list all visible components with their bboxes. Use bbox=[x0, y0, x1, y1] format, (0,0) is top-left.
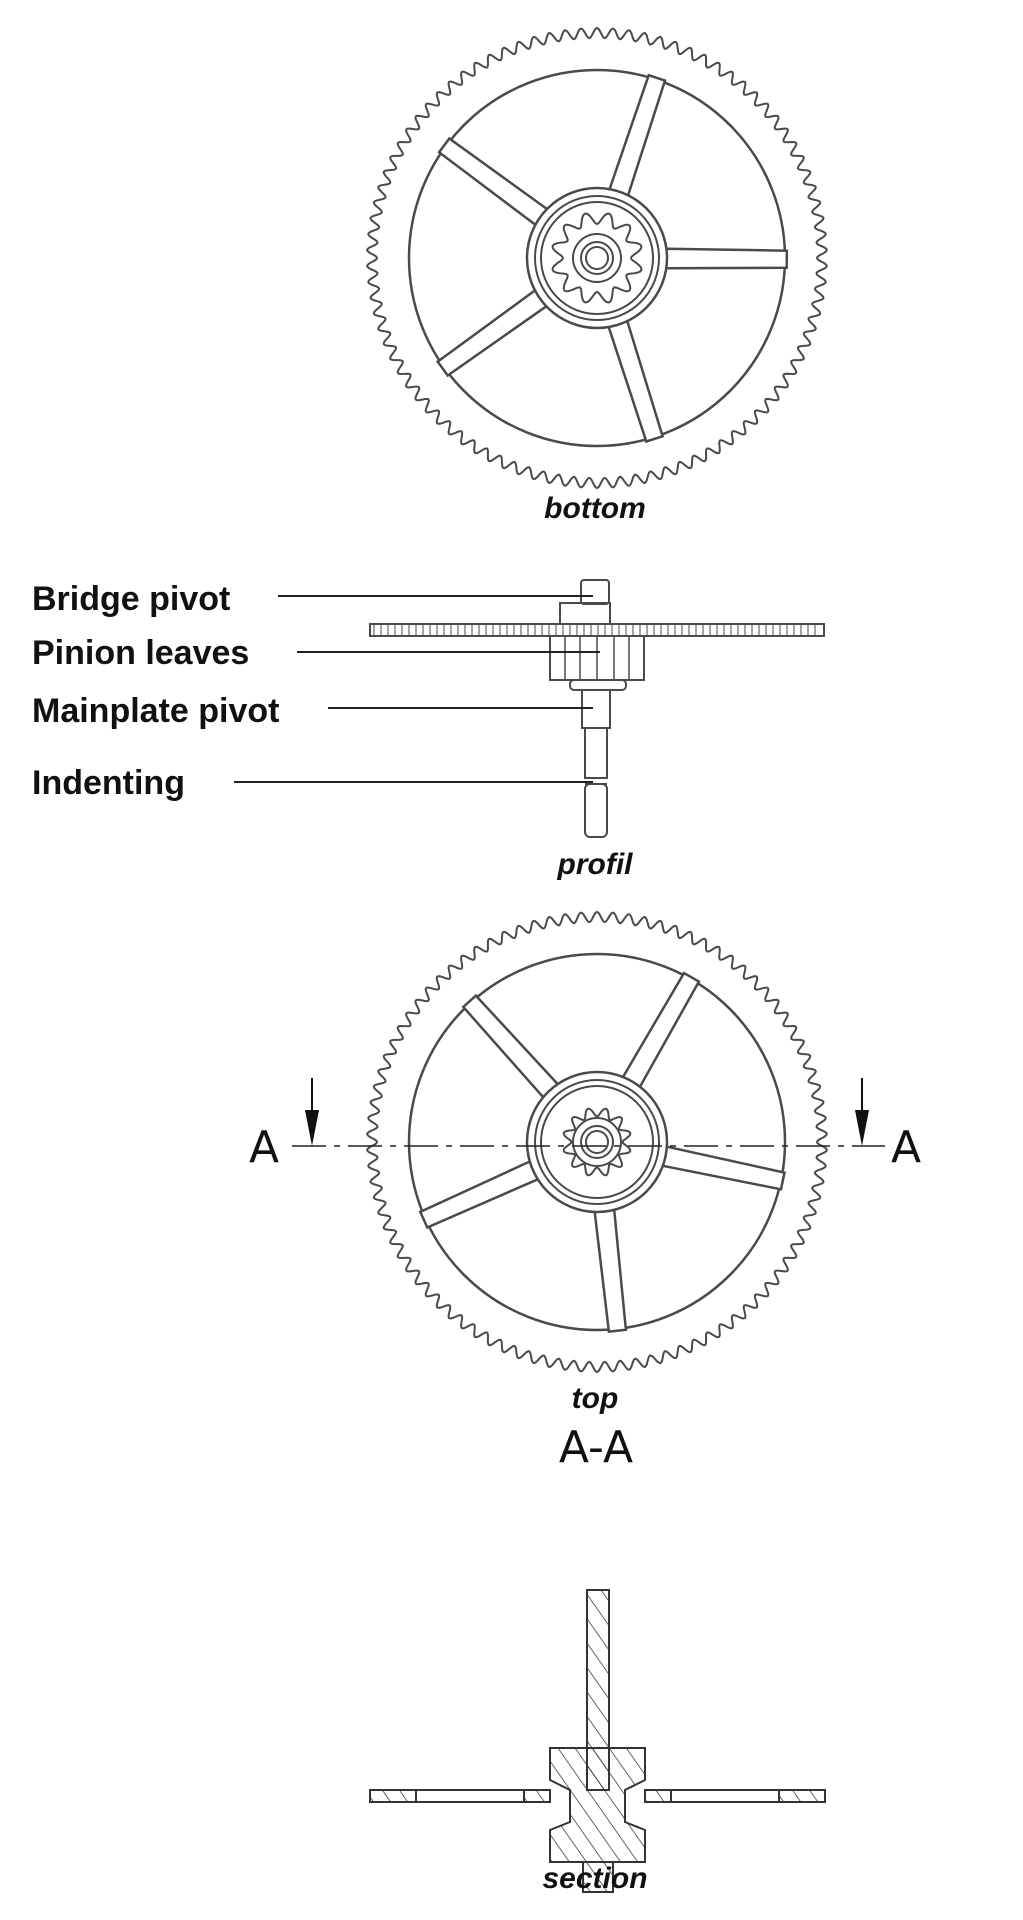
wheel-spoke bbox=[661, 1145, 786, 1191]
pinion-leaves bbox=[551, 212, 643, 304]
wheel-spoke bbox=[608, 73, 667, 197]
wheel-hub-outer bbox=[525, 1070, 669, 1214]
pivot-collar bbox=[572, 233, 622, 283]
profile-arbor-end bbox=[584, 783, 608, 838]
wheel-spoke bbox=[461, 993, 560, 1099]
profile-wheel-rim bbox=[369, 623, 825, 637]
section-view-wheel bbox=[369, 1589, 826, 1893]
wheel-hub-outer bbox=[525, 186, 669, 330]
section-marker-right: A bbox=[891, 1122, 921, 1173]
profile-wheel-teeth bbox=[373, 625, 816, 635]
profile-lower-collar bbox=[569, 679, 627, 691]
pivot-hole bbox=[580, 241, 614, 275]
section-hub bbox=[549, 1747, 646, 1863]
wheel-spoke bbox=[435, 288, 549, 378]
profile-hub-collar bbox=[559, 602, 611, 625]
top-view-label: top bbox=[572, 1382, 619, 1415]
wheel-spoke bbox=[607, 319, 665, 444]
profile-bridge-pivot bbox=[580, 579, 610, 605]
top-view-wheel bbox=[366, 910, 828, 1374]
pivot-collar bbox=[572, 1117, 622, 1167]
callout-bridge-pivot: Bridge pivot bbox=[32, 580, 230, 618]
wheel-spoke bbox=[437, 136, 549, 227]
section-title: A-A bbox=[559, 1422, 633, 1473]
wheel-spoke bbox=[664, 247, 789, 270]
callout-mainplate-pivot: Mainplate pivot bbox=[32, 692, 279, 730]
pinion-leaves bbox=[562, 1107, 632, 1177]
profile-arbor bbox=[584, 727, 608, 779]
bottom-view-wheel bbox=[366, 26, 828, 490]
section-view-label: section bbox=[542, 1862, 647, 1895]
profile-view-label: profil bbox=[557, 848, 634, 881]
wheel-hub-ring bbox=[534, 195, 660, 321]
callout-indenting: Indenting bbox=[32, 764, 185, 802]
section-arrow-right-head bbox=[855, 1110, 869, 1146]
section-marker-left: A bbox=[249, 1122, 279, 1173]
profile-view-wheel bbox=[369, 579, 825, 838]
wheel-rim-inner bbox=[407, 952, 787, 1332]
wheel-teeth bbox=[366, 26, 828, 490]
wheel-teeth bbox=[366, 910, 828, 1374]
section-arrow-left-head bbox=[305, 1110, 319, 1146]
section-lower-arbor bbox=[582, 1861, 614, 1893]
wheel-spoke bbox=[621, 971, 701, 1089]
bottom-view-label: bottom bbox=[544, 492, 646, 525]
pivot-hole bbox=[580, 1125, 614, 1159]
callout-pinion-leaves: Pinion leaves bbox=[32, 634, 249, 672]
wheel-hub-ring bbox=[534, 1079, 660, 1205]
wheel-spoke bbox=[593, 1208, 628, 1333]
wheel-spoke bbox=[418, 1159, 540, 1230]
